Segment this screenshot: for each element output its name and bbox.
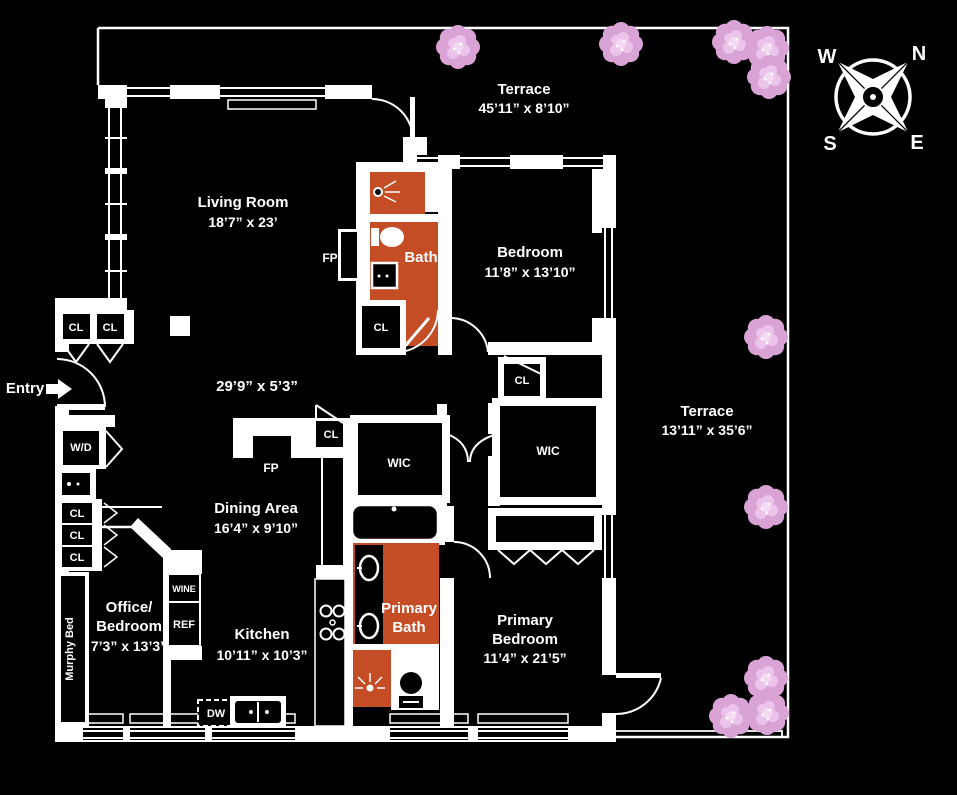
- closet-label: CL: [103, 322, 118, 334]
- toilet-icon: [399, 672, 423, 708]
- closet-label: CL: [324, 429, 339, 441]
- terrace-outline: [96, 26, 790, 739]
- walk-in-closets: [350, 355, 604, 505]
- closet-label: CL: [70, 552, 85, 564]
- murphy-bed-label: Murphy Bed: [64, 617, 76, 681]
- primary-bedroom-label-1: Primary: [497, 612, 554, 629]
- bush-icon: [744, 485, 788, 529]
- hallway-dims: 29’9” x 5’3”: [216, 378, 298, 395]
- service-closets: [55, 310, 162, 726]
- dishwasher-label: DW: [207, 708, 226, 720]
- bush-icon: [747, 55, 791, 99]
- terrace-right-label: Terrace: [680, 403, 733, 420]
- room-labels: Terrace 45’11” x 8’10” Terrace 13’11” x …: [91, 81, 753, 666]
- walls: [55, 85, 662, 742]
- bath-room: [356, 172, 439, 355]
- kitchen-dims: 10’11” x 10’3”: [216, 647, 307, 663]
- shower-icon: [373, 180, 400, 203]
- entry-label: Entry: [6, 380, 45, 397]
- terrace-top-dims: 45’11” x 8’10”: [478, 100, 569, 116]
- bedroom-dims: 11’8” x 13’10”: [484, 264, 575, 280]
- bush-icon: [745, 691, 789, 735]
- fireplace-living: [338, 229, 360, 281]
- closet-label: CL: [70, 508, 85, 520]
- washer-dryer-label: W/D: [70, 442, 91, 454]
- dishwasher: [197, 699, 235, 727]
- primary-bath-label-2: Bath: [392, 619, 425, 636]
- closet-label: CL: [515, 375, 530, 387]
- sink-icon: [370, 261, 399, 290]
- primary-bedroom-label-2: Bedroom: [492, 631, 558, 648]
- wine-label: WINE: [172, 584, 196, 594]
- kitchen-sink-icon: [230, 696, 286, 728]
- fixture-labels: CL CL CL CL CL CL CL CL WIC WIC FP FP W/…: [64, 251, 560, 720]
- dining-label: Dining Area: [214, 500, 298, 517]
- primary-bath-label-1: Primary: [381, 600, 438, 617]
- bush-icon: [599, 22, 643, 66]
- primary-bath-room: [345, 499, 445, 710]
- toilet-icon: [371, 227, 404, 247]
- bathtub-icon: [350, 503, 440, 542]
- terrace-right-dims: 13’11” x 35’6”: [661, 422, 752, 438]
- closet-label: CL: [70, 530, 85, 542]
- bedroom-label: Bedroom: [497, 244, 563, 261]
- primary-bedroom-closet: [488, 508, 602, 566]
- dining-dims: 16’4” x 9’10”: [214, 520, 298, 536]
- primary-bedroom-dims: 11’4” x 21’5”: [483, 650, 566, 666]
- bath-label: Bath: [404, 249, 437, 266]
- closet-label: CL: [69, 322, 84, 334]
- refrigerator: [167, 601, 201, 647]
- compass-rose: W N S E: [818, 43, 927, 155]
- terrace-top-label: Terrace: [497, 81, 550, 98]
- office-label-2: Bedroom: [96, 618, 162, 635]
- fireplace-label: FP: [263, 461, 278, 475]
- compass-east: E: [910, 132, 923, 154]
- entry-arrow-icon: [46, 379, 72, 399]
- office-dims: 7’3” x 13’3”: [91, 638, 167, 654]
- stove-icon: [319, 604, 346, 641]
- fireplace-label: FP: [322, 251, 337, 265]
- wic-label: WIC: [387, 456, 411, 470]
- refrigerator-label: REF: [173, 619, 195, 631]
- entry-marker: Entry: [6, 379, 72, 399]
- office-label-1: Office/: [106, 599, 154, 616]
- bush-icon: [436, 25, 480, 69]
- shower-icon: [355, 673, 385, 692]
- kitchen-fixtures: [167, 573, 346, 728]
- kitchen-label: Kitchen: [234, 626, 289, 643]
- compass-west: W: [818, 46, 837, 68]
- vanity-sink-icon: [357, 554, 380, 640]
- wic-label: WIC: [536, 444, 560, 458]
- compass-south: S: [823, 133, 836, 155]
- compass-north: N: [912, 43, 926, 65]
- closet-label: CL: [374, 322, 389, 334]
- bush-icon: [744, 315, 788, 359]
- living-room-label: Living Room: [198, 194, 289, 211]
- living-room-dims: 18’7” x 23’: [208, 214, 277, 230]
